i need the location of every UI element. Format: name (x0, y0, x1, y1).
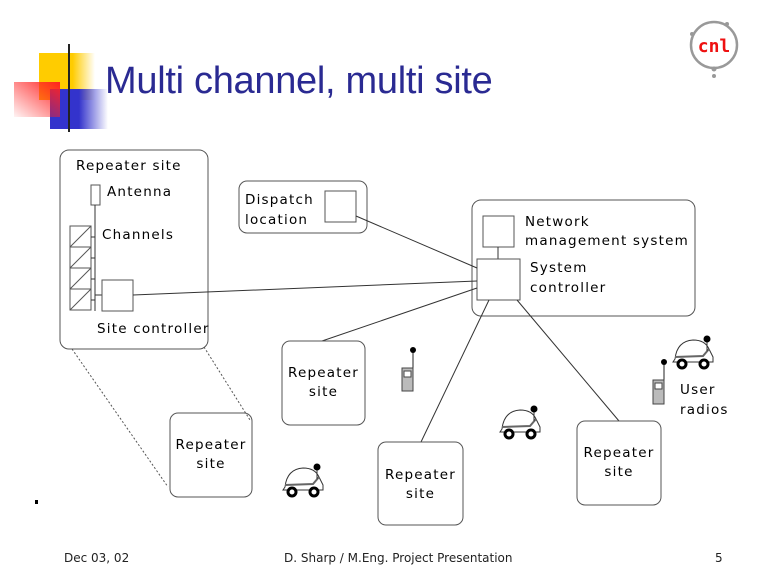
repeater-site-box (169, 412, 253, 498)
vehicle-radio-icon (499, 405, 541, 440)
system-controller-label-line1: System (530, 260, 588, 276)
repeater-site-label: Repeater site (170, 436, 252, 474)
dispatch-label-line2: location (245, 212, 309, 228)
repeater-site-label-line2: site (604, 464, 634, 480)
repeater-site-label-line1: Repeater (583, 445, 655, 461)
bullet-marker (35, 500, 38, 504)
main-repeater-site-title: Repeater site (76, 158, 182, 174)
antenna-icon (90, 184, 101, 206)
handheld-radio-icon (401, 347, 416, 392)
nms-label-line2: management system (525, 233, 689, 249)
svg-text:cnl: cnl (698, 36, 731, 57)
channels-label: Channels (102, 227, 175, 243)
repeater-site-label-line2: site (196, 456, 226, 472)
user-radios-label-line2: radios (680, 402, 729, 418)
repeater-site-label-line2: site (308, 384, 339, 400)
site-controller-box (101, 279, 134, 312)
system-controller-box (476, 258, 521, 301)
footer-presenter: D. Sharp / M.Eng. Project Presentation (284, 551, 513, 565)
main-repeater-site-box (59, 149, 209, 350)
central-site-box (471, 199, 696, 317)
network-links (132, 215, 620, 443)
site-controller-label: Site controller (97, 321, 210, 337)
vehicle-radio-icon (282, 463, 324, 498)
cnl-logo: cnl (689, 20, 739, 78)
handheld-radio-icon (652, 359, 667, 405)
repeater-site-label-line1: Repeater (385, 467, 456, 483)
repeater-site-label: Repeater site (282, 364, 365, 402)
repeater-site-label: Repeater site (577, 444, 661, 482)
dispatch-console (324, 190, 357, 223)
vehicle-radio-icon (672, 335, 714, 370)
system-controller-label-line2: controller (530, 280, 607, 296)
nms-box (482, 215, 515, 248)
repeater-site-label-line1: Repeater (175, 437, 247, 453)
dispatch-location-box (238, 180, 368, 234)
footer-date: Dec 03, 02 (64, 551, 130, 565)
zoom-guide-lines (71, 346, 251, 488)
nms-label-line1: Network (525, 214, 590, 230)
repeater-site-label-line1: Repeater (288, 365, 359, 381)
dispatch-label-line1: Dispatch (245, 192, 314, 208)
footer-page-number: 5 (715, 551, 723, 565)
title-decoration (14, 44, 520, 132)
repeater-site-box (576, 420, 662, 506)
user-radios-label-line1: User (680, 382, 716, 398)
repeater-site-box (377, 441, 464, 526)
antenna-label: Antenna (107, 184, 173, 200)
repeater-site-label: Repeater site (378, 466, 463, 504)
repeater-site-label-line2: site (405, 486, 436, 502)
repeater-site-box (281, 340, 366, 426)
channel-stack (69, 225, 95, 311)
slide-title: Multi channel, multi site (105, 60, 493, 102)
